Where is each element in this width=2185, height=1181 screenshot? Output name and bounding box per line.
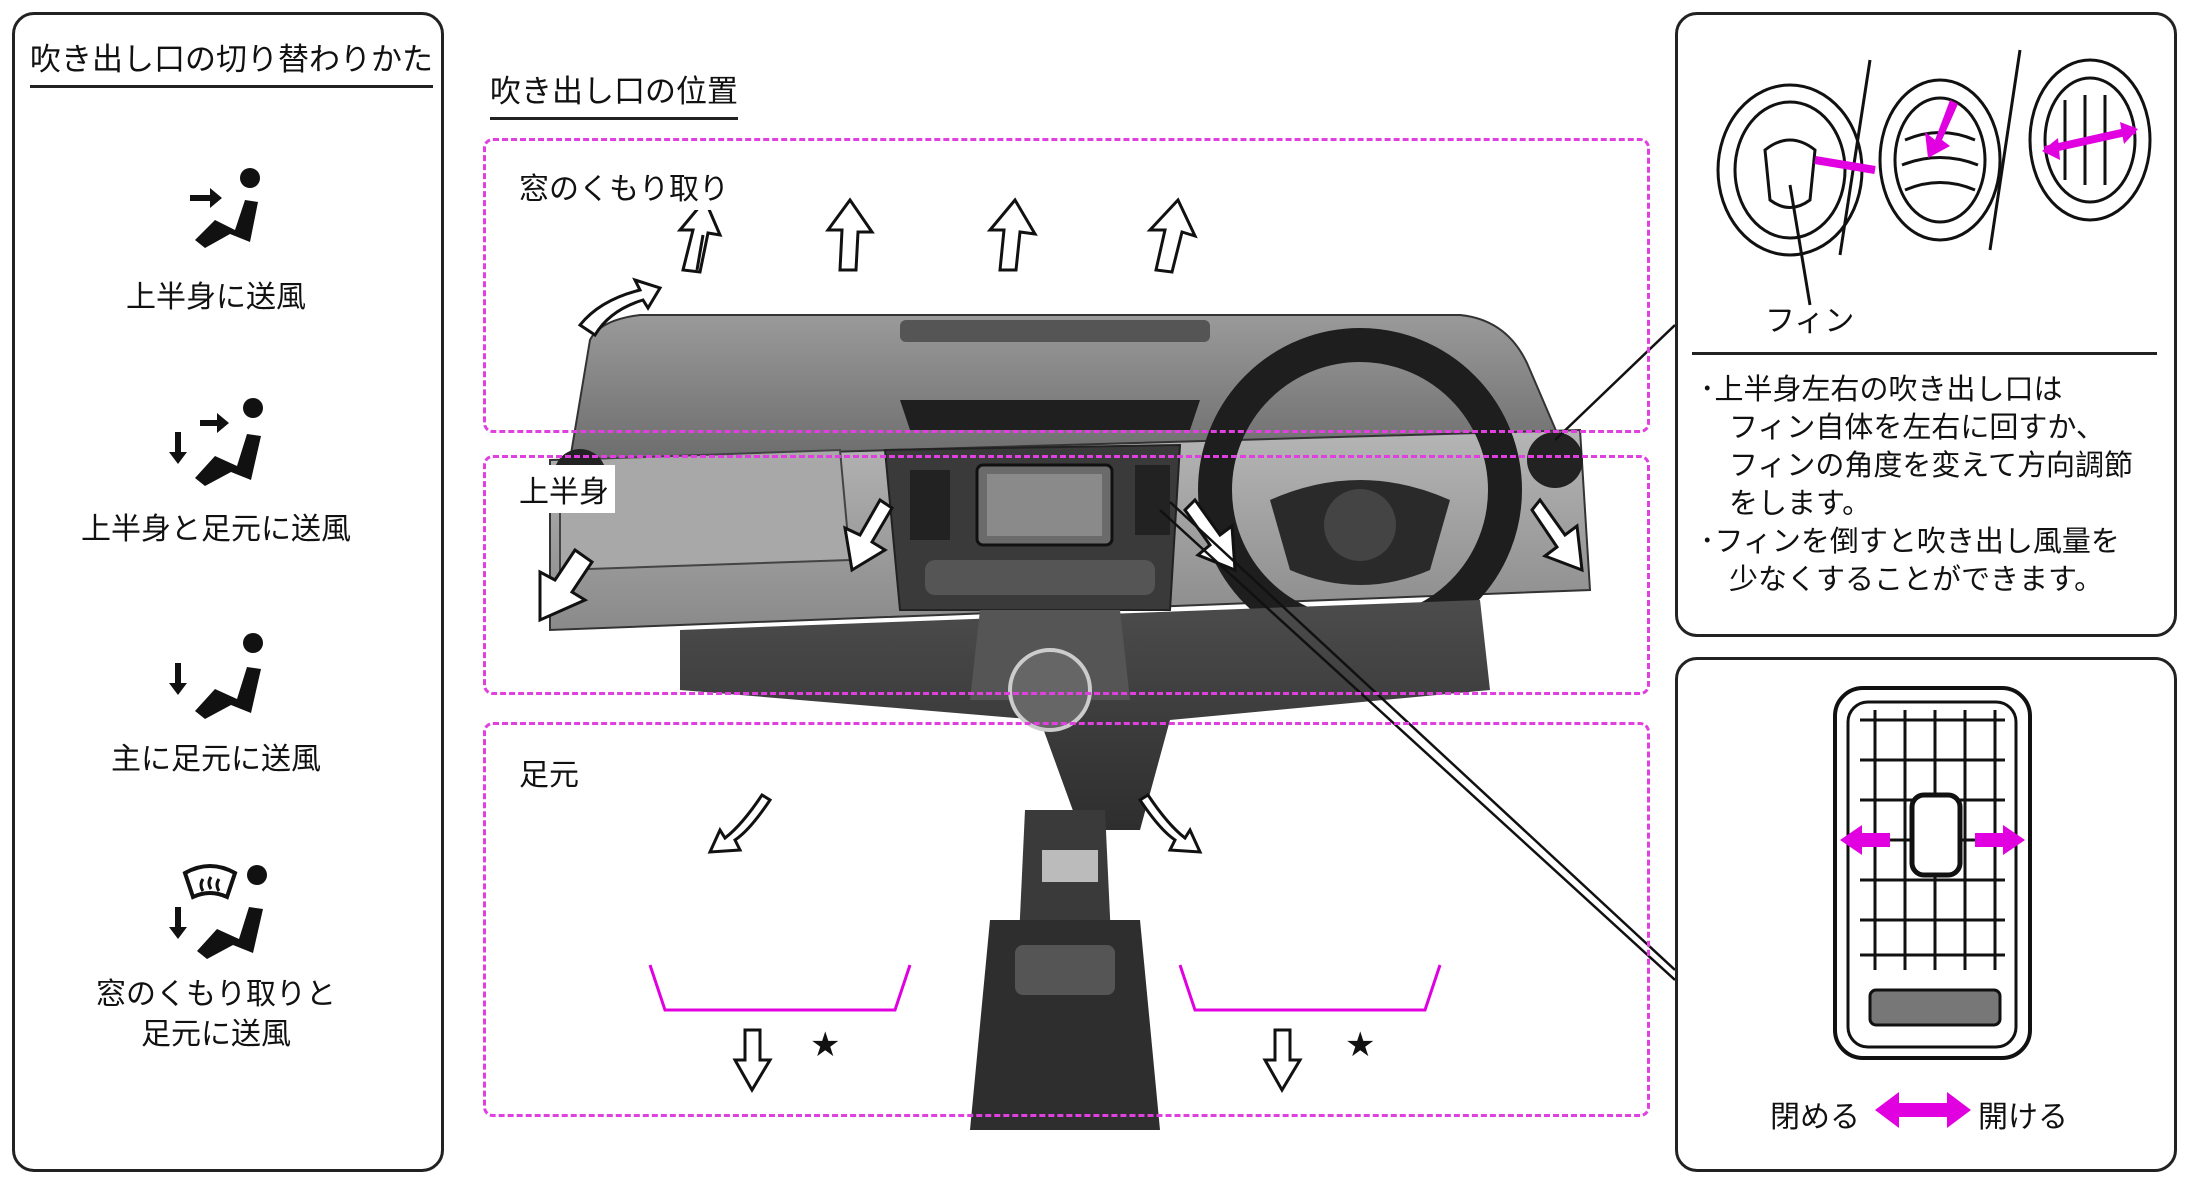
foot-mode-icon bbox=[169, 633, 263, 719]
upper-body-foot-mode-icon bbox=[169, 398, 263, 486]
foot-zone bbox=[483, 722, 1650, 1117]
fin-note-line-4: をします。 bbox=[1700, 486, 1872, 520]
fin-note-line-1: ･上半身左右の吹き出し口は bbox=[1700, 372, 2063, 406]
upper-body-foot-mode-label: 上半身と足元に送風 bbox=[81, 512, 351, 547]
upper-body-mode-label: 上半身に送風 bbox=[126, 280, 306, 315]
dashboard-illustration bbox=[538, 197, 1675, 1130]
star-mark-left: ★ bbox=[810, 1025, 841, 1065]
defrost-foot-mode-label: 窓のくもり取りと 足元に送風 bbox=[96, 977, 336, 1052]
open-close-arrow-icon bbox=[1875, 1092, 1971, 1128]
open-label: 開ける bbox=[1978, 1100, 2068, 1135]
defrost-foot-mode-icon bbox=[169, 864, 267, 959]
airflow-modes-panel bbox=[12, 12, 444, 1172]
fin-note-line-2: フィン自体を左右に回すか、 bbox=[1700, 410, 2105, 444]
fin-note-line-5: ･フィンを倒すと吹き出し風量を bbox=[1700, 524, 2120, 558]
vent-position-heading: 吹き出し口の位置 bbox=[490, 66, 738, 120]
upper-body-zone-label: 上半身 bbox=[513, 465, 615, 513]
airflow-modes-heading: 吹き出し口の切り替わりかた bbox=[30, 34, 433, 88]
upper-body-mode-icon bbox=[190, 168, 260, 248]
fin-divider bbox=[1692, 352, 2157, 355]
fin-explanation-panel bbox=[1675, 12, 2177, 637]
defrost-zone-label: 窓のくもり取り bbox=[513, 162, 735, 210]
star-mark-right: ★ bbox=[1345, 1025, 1376, 1065]
foot-zone-label: 足元 bbox=[513, 748, 585, 796]
foot-mode-label: 主に足元に送風 bbox=[111, 742, 321, 777]
fin-illustration bbox=[1716, 49, 2152, 306]
defrost-zone bbox=[483, 138, 1650, 433]
center-vent-illustration bbox=[1833, 686, 2032, 1060]
fin-note-line-6: 少なくすることができます。 bbox=[1700, 562, 2104, 596]
fin-note-line-3: フィンの角度を変えて方向調節 bbox=[1700, 448, 2133, 482]
fin-label: フィン bbox=[1765, 304, 1855, 339]
upper-body-zone bbox=[483, 455, 1650, 695]
close-label: 閉める bbox=[1770, 1100, 1860, 1135]
